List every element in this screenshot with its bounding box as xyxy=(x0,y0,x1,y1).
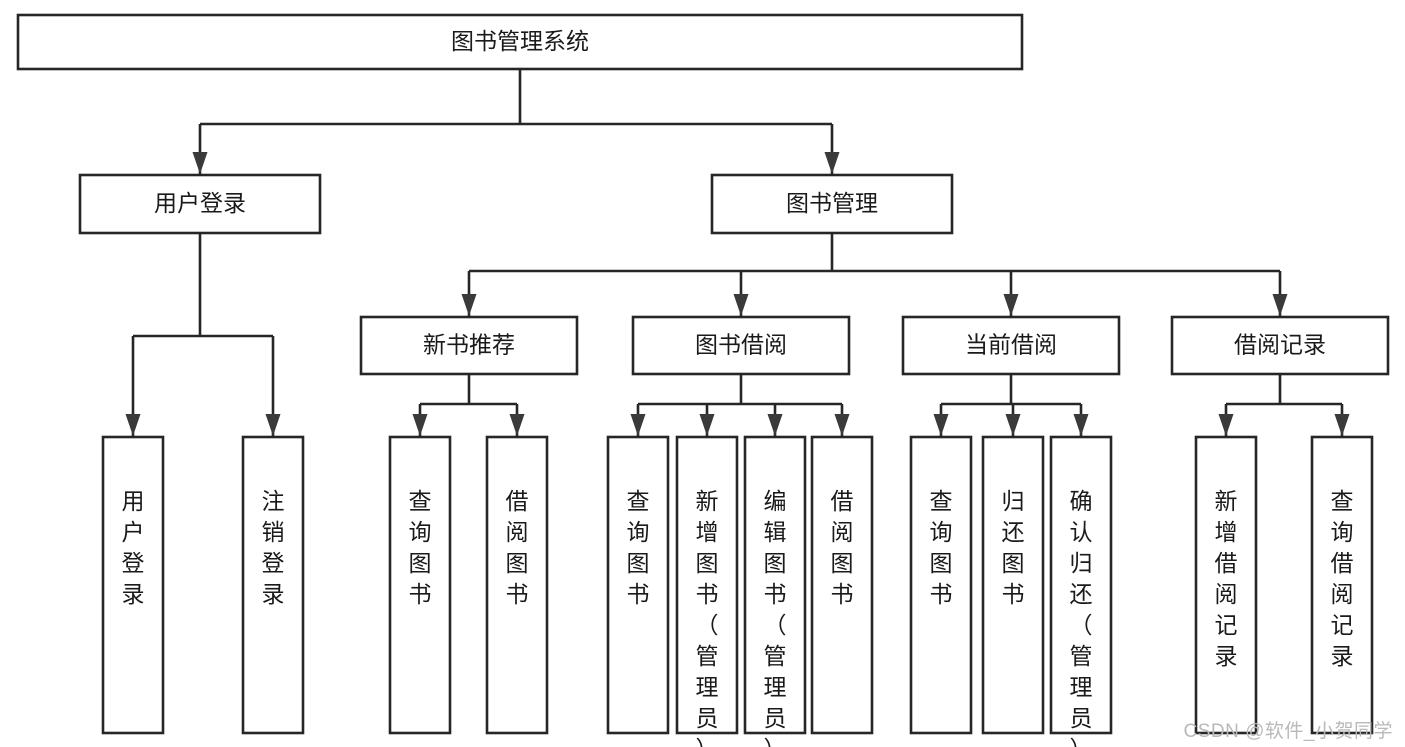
arrow-head xyxy=(733,294,749,316)
node-label: 注销登录 xyxy=(262,488,285,607)
flow-node-user-login[interactable]: 用户登录 xyxy=(78,173,322,235)
node-box[interactable] xyxy=(810,435,874,735)
node-label: 确认归还（管理员） xyxy=(1070,488,1093,747)
node-box[interactable] xyxy=(485,435,549,735)
arrow-head xyxy=(509,414,525,436)
node-box[interactable] xyxy=(241,435,305,735)
connector-lines xyxy=(125,69,1350,436)
flow-node-leaf-return-books[interactable]: 归还图书 xyxy=(981,435,1045,735)
node-label: 编辑图书（管理员） xyxy=(764,488,787,747)
flow-node-leaf-borrow-books-borrow[interactable]: 借阅图书 xyxy=(810,435,874,735)
flow-node-new-book-recommend[interactable]: 新书推荐 xyxy=(359,315,579,376)
flow-node-leaf-confirm-return-admin[interactable]: 确认归还（管理员） xyxy=(1049,435,1113,747)
flow-node-leaf-query-books-recommend[interactable]: 查询图书 xyxy=(388,435,452,735)
node-label: 借阅图书 xyxy=(831,488,854,607)
arrow-head xyxy=(1073,414,1089,436)
node-box[interactable] xyxy=(78,173,322,235)
node-box[interactable] xyxy=(1049,435,1113,735)
arrow-head xyxy=(1003,294,1019,316)
node-box[interactable] xyxy=(101,435,165,735)
arrow-head xyxy=(933,414,949,436)
node-box[interactable] xyxy=(606,435,670,735)
node-box[interactable] xyxy=(909,435,973,735)
node-label: 图书管理 xyxy=(786,190,878,216)
flow-node-leaf-add-borrow-record[interactable]: 新增借阅记录 xyxy=(1194,435,1258,735)
node-label: 新增图书（管理员） xyxy=(696,488,719,747)
node-box[interactable] xyxy=(388,435,452,735)
node-label: 当前借阅 xyxy=(965,332,1057,358)
node-label: 图书管理系统 xyxy=(451,28,589,54)
node-box[interactable] xyxy=(16,13,1024,71)
arrow-head xyxy=(767,414,783,436)
flow-node-leaf-add-book-admin[interactable]: 新增图书（管理员） xyxy=(675,435,739,747)
node-box[interactable] xyxy=(710,173,954,235)
node-label: 图书借阅 xyxy=(695,332,787,358)
node-label: 用户登录 xyxy=(154,190,246,216)
arrow-head xyxy=(461,294,477,316)
node-box[interactable] xyxy=(901,315,1121,376)
arrow-head xyxy=(1218,414,1234,436)
flow-node-root[interactable]: 图书管理系统 xyxy=(16,13,1024,71)
node-label: 借阅记录 xyxy=(1234,332,1326,358)
node-label: 新书推荐 xyxy=(423,332,515,358)
node-label: 查询图书 xyxy=(409,488,432,607)
arrow-head xyxy=(699,414,715,436)
flowchart-nodes: 图书管理系统用户登录图书管理新书推荐图书借阅当前借阅借阅记录用户登录注销登录查询… xyxy=(16,13,1390,747)
node-label: 归还图书 xyxy=(1002,488,1025,607)
node-box[interactable] xyxy=(359,315,579,376)
arrow-head xyxy=(412,414,428,436)
node-label: 用户登录 xyxy=(122,488,145,607)
node-label: 借阅图书 xyxy=(506,488,529,607)
node-label: 查询借阅记录 xyxy=(1331,488,1354,669)
node-box[interactable] xyxy=(743,435,807,735)
flow-node-leaf-query-borrow-record[interactable]: 查询借阅记录 xyxy=(1310,435,1374,735)
node-label: 新增借阅记录 xyxy=(1215,488,1238,669)
node-box[interactable] xyxy=(1170,315,1390,376)
flow-node-borrow-records[interactable]: 借阅记录 xyxy=(1170,315,1390,376)
arrow-head xyxy=(192,152,208,174)
flow-node-leaf-borrow-books-recommend[interactable]: 借阅图书 xyxy=(485,435,549,735)
node-label: 查询图书 xyxy=(930,488,953,607)
arrow-head xyxy=(1005,414,1021,436)
node-box[interactable] xyxy=(631,315,851,376)
flow-node-leaf-edit-book-admin[interactable]: 编辑图书（管理员） xyxy=(743,435,807,747)
flow-node-leaf-query-books-borrow[interactable]: 查询图书 xyxy=(606,435,670,735)
arrow-head xyxy=(1334,414,1350,436)
flow-node-book-management[interactable]: 图书管理 xyxy=(710,173,954,235)
node-box[interactable] xyxy=(981,435,1045,735)
node-box[interactable] xyxy=(1310,435,1374,735)
flow-node-book-borrow[interactable]: 图书借阅 xyxy=(631,315,851,376)
flow-node-leaf-user-login[interactable]: 用户登录 xyxy=(101,435,165,735)
arrow-head xyxy=(834,414,850,436)
arrow-head xyxy=(630,414,646,436)
arrow-head xyxy=(1272,294,1288,316)
node-box[interactable] xyxy=(675,435,739,735)
watermark-text: CSDN @软件_小贺同学 xyxy=(1183,721,1393,742)
arrow-head xyxy=(824,152,840,174)
arrow-head xyxy=(265,414,281,436)
flow-node-leaf-query-books-current[interactable]: 查询图书 xyxy=(909,435,973,735)
node-label: 查询图书 xyxy=(627,488,650,607)
flow-node-leaf-logout[interactable]: 注销登录 xyxy=(241,435,305,735)
flow-node-current-borrow[interactable]: 当前借阅 xyxy=(901,315,1121,376)
node-box[interactable] xyxy=(1194,435,1258,735)
arrow-head xyxy=(125,414,141,436)
